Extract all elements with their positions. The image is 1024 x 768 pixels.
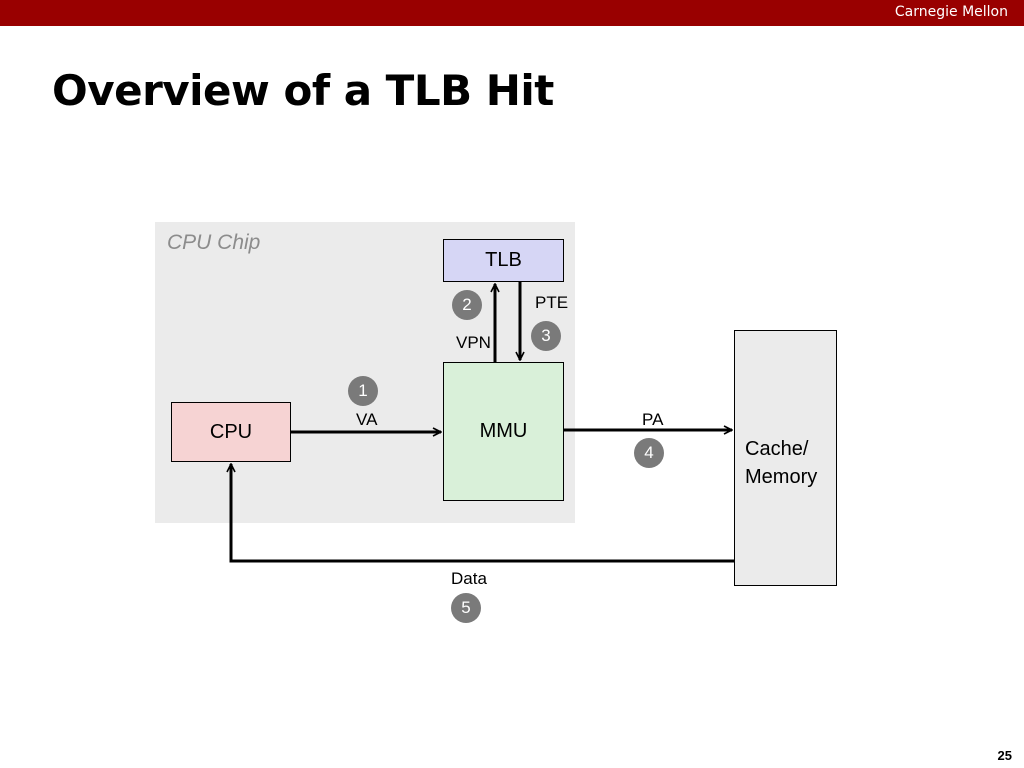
data-arrow	[231, 464, 734, 563]
cpu-label: CPU	[209, 420, 253, 443]
cpu-box: CPU	[171, 402, 291, 462]
organization-name: Carnegie Mellon	[894, 4, 1008, 20]
vpn-label: VPN	[456, 333, 491, 352]
memory-label-line-1: Cache/	[745, 438, 809, 460]
va-label: VA	[356, 410, 378, 429]
mmu-label: MMU	[479, 420, 528, 442]
mmu-box: MMU	[443, 362, 564, 501]
cpu-chip-label: CPU Chip	[167, 231, 261, 254]
step-4-badge: 4	[634, 438, 664, 468]
slide-title: Overview of a TLB Hit	[52, 66, 554, 115]
tlb-label: TLB	[485, 249, 522, 271]
step-5-badge: 5	[451, 593, 481, 623]
tlb-box: TLB	[443, 239, 564, 282]
pa-label: PA	[642, 410, 664, 429]
step-1-badge: 1	[348, 376, 378, 406]
header-bar: Carnegie Mellon	[0, 0, 1024, 26]
data-label: Data	[451, 569, 487, 588]
pte-label: PTE	[535, 293, 569, 312]
step-2-badge: 2	[452, 290, 482, 320]
cache-memory-box: Cache/ Memory	[734, 330, 837, 586]
page-number: 25	[997, 748, 1012, 763]
memory-label-line-2: Memory	[745, 466, 818, 488]
step-3-badge: 3	[531, 321, 561, 351]
